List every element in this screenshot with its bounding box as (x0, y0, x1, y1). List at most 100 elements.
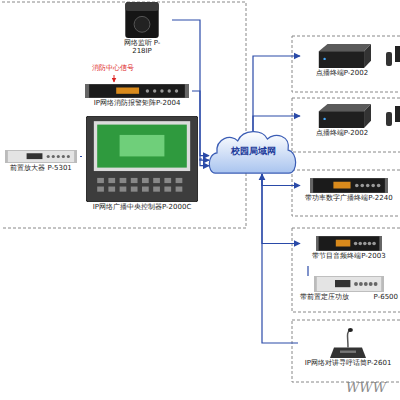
rack-body (310, 178, 388, 193)
device-node: 网络监听 P-218IP (112, 2, 172, 60)
speaker-body (125, 2, 158, 38)
rack-knob (368, 242, 372, 246)
network-link (172, 20, 209, 156)
rack-display (116, 88, 139, 94)
network-link (262, 174, 300, 244)
controller-button (176, 178, 183, 183)
rack-display (27, 153, 43, 159)
device-node: 带功率数字广播终端P-2240 (300, 178, 398, 208)
label-group: 带节目音频终端P-2003 (300, 252, 398, 260)
rack-knob (355, 184, 359, 188)
controller-button (164, 187, 171, 192)
controller-bezel (94, 121, 190, 171)
mic-head (348, 328, 353, 332)
rack-body (316, 236, 382, 251)
rack-knob (358, 242, 362, 246)
box-front (319, 111, 364, 128)
controller-button (176, 187, 183, 192)
device-label: 前置放大器 P-5301 (2, 164, 80, 172)
device-node: IP网络广播中央控制器P-2000C (82, 116, 202, 218)
device-icon (86, 116, 198, 202)
controller-button (120, 178, 127, 183)
mic-key (340, 351, 356, 353)
controller-button (153, 187, 160, 192)
rack-ear (310, 178, 313, 193)
rack-ear (5, 150, 8, 163)
device-node: 前置放大器 P-5301 (2, 150, 80, 180)
label-group: 校园局域网 (208, 128, 298, 174)
rack-body (85, 84, 189, 98)
device-label: 校园局域网 (231, 146, 276, 156)
device-icon (310, 178, 388, 193)
label-group: IP网络对讲寻呼话筒P-2601 (298, 359, 398, 367)
device-node: 带节目音频终端P-2003 (300, 236, 398, 266)
network-link (200, 159, 209, 166)
rack-knob (57, 155, 60, 158)
rack-knob (363, 242, 367, 246)
rack-knob (374, 282, 378, 286)
device-label: 点播终端P-2002 (300, 129, 384, 137)
rack-knob (47, 155, 50, 158)
rack-knob (354, 242, 358, 246)
speaker-cone (134, 16, 150, 32)
watermark: WWW (346, 380, 386, 395)
box-top (319, 104, 371, 111)
rack-knob (146, 89, 149, 92)
box-side (364, 104, 371, 128)
mic-base (330, 348, 366, 359)
rack-display (333, 182, 350, 189)
mic-neck (348, 330, 351, 347)
label-group: 带功率数字广播终端P-2240 (300, 194, 398, 202)
network-link (192, 91, 209, 160)
dashed-region (292, 228, 400, 312)
controller-screen (97, 125, 187, 168)
device-icon (313, 104, 371, 128)
cloud-outline (209, 132, 295, 173)
box-side (364, 44, 371, 68)
network-link (262, 174, 300, 186)
device-icon (85, 84, 189, 98)
label-group: IP网络广播中央控制器P-2000C (82, 203, 202, 211)
device-node: 点播终端P-2002 (300, 44, 384, 84)
controller-window (120, 135, 165, 157)
rack-knob (62, 155, 65, 158)
signal-label: 消防中心信号 (92, 63, 134, 73)
device-label: IP网络广播中央控制器P-2000C (82, 203, 202, 211)
network-link (80, 156, 82, 157)
device-node: 带前置定压功放P-6500 (300, 276, 398, 306)
controller-body (86, 116, 198, 202)
box-top (319, 44, 371, 51)
device-label: 网络监听 P-218IP (122, 39, 162, 55)
signal-arrow (114, 75, 115, 82)
rack-knob (360, 184, 364, 188)
device-label: IP网络消防报警矩阵P-2004 (82, 99, 192, 107)
device-label: 带前置定压功放 (300, 293, 349, 301)
rack-ear (185, 84, 189, 98)
dashed-region (292, 170, 400, 216)
rack-knob (354, 282, 358, 286)
rack-knob (168, 89, 171, 92)
rack-knob (67, 155, 70, 158)
label-group: 点播终端P-2002 (300, 69, 384, 77)
rack-knob (153, 89, 156, 92)
rack-knob (377, 184, 381, 188)
label-group: 带前置定压功放P-6500 (300, 293, 398, 301)
rack-ear (381, 276, 384, 292)
device-icon (316, 236, 382, 251)
dashed-region (292, 98, 400, 152)
dashed-region (292, 36, 400, 92)
label-group: 网络监听 P-218IP (122, 39, 162, 55)
rack-ear (74, 150, 77, 163)
rack-knob (366, 184, 370, 188)
controller-button (164, 178, 171, 183)
controller-button (153, 178, 160, 183)
controller-button (108, 178, 115, 183)
network-link (307, 266, 308, 276)
device-label: 带节目音频终端P-2003 (300, 252, 398, 260)
controller-button (97, 187, 104, 192)
rack-knob (160, 89, 163, 92)
rack-knob (371, 184, 375, 188)
rack-knob (372, 242, 376, 246)
